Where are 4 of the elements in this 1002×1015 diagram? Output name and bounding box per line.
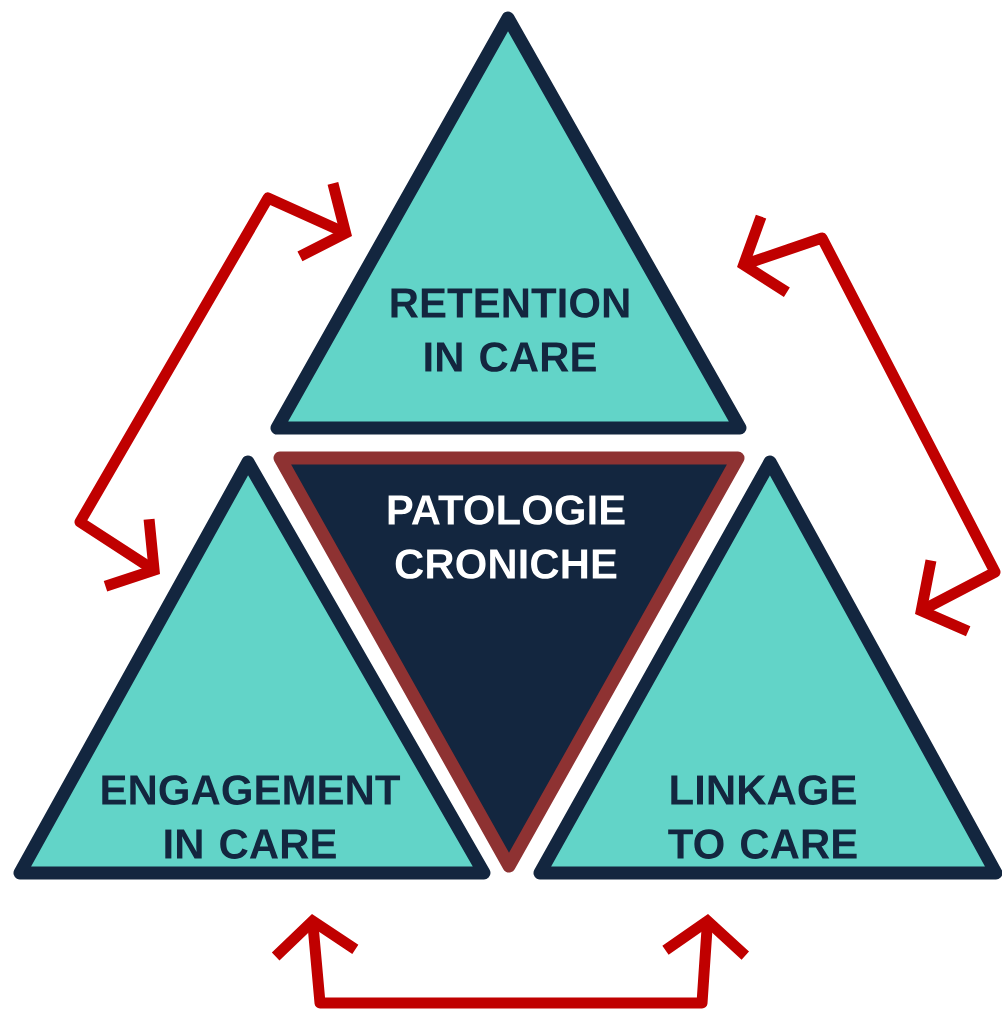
double-arrow <box>74 182 352 592</box>
double-arrow <box>737 214 1001 637</box>
double-arrow <box>271 914 749 1009</box>
triangle: RETENTION IN CARE <box>270 11 747 435</box>
